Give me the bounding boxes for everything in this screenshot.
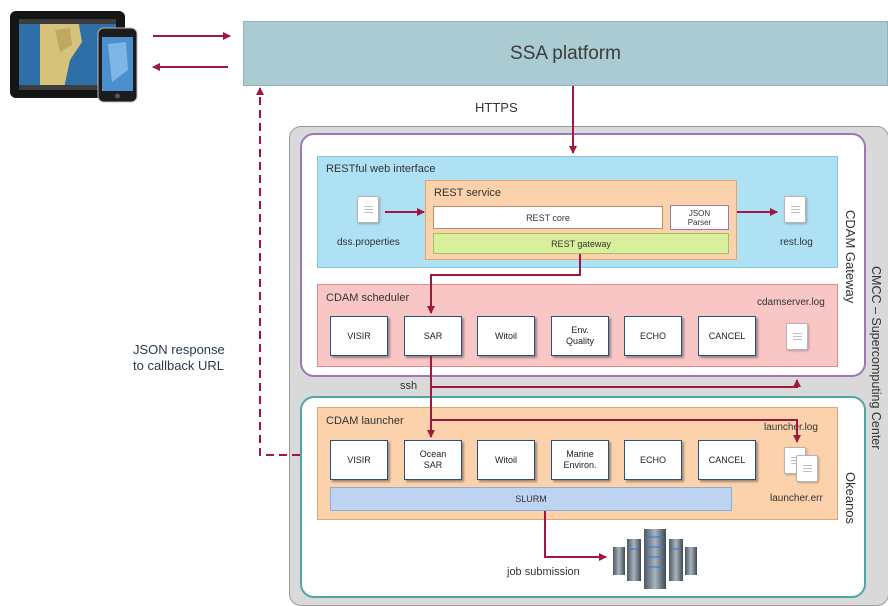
slurm: SLURM xyxy=(330,487,732,511)
rest-gateway-label: REST gateway xyxy=(551,238,611,249)
module-label: Marine xyxy=(566,449,594,459)
scheduler-module-witoil: Witoil xyxy=(477,316,535,356)
module-label: VISIR xyxy=(347,330,371,341)
cdam-launcher-label: CDAM launcher xyxy=(326,415,404,427)
mobile-devices-illustration xyxy=(10,11,138,103)
module-label: Environ. xyxy=(563,460,597,470)
module-label: CANCEL xyxy=(708,454,746,465)
launcher-err-label: launcher.err xyxy=(770,493,823,504)
cdam-scheduler-label: CDAM scheduler xyxy=(326,292,410,304)
module-label: ECHO xyxy=(639,454,666,465)
restful-label: RESTful web interface xyxy=(326,163,436,175)
scheduler-module-echo: ECHO xyxy=(624,316,682,356)
json-parser-line2: Parser xyxy=(687,217,712,227)
module-label: Witoil xyxy=(495,330,517,341)
module-label: VISIR xyxy=(347,454,371,465)
rest-gateway: REST gateway xyxy=(433,233,729,254)
rest-service-label: REST service xyxy=(434,187,502,199)
slurm-label: SLURM xyxy=(515,494,547,504)
launcher-module-marine-environ: Marine Environ. xyxy=(551,440,609,480)
server-cluster-icon xyxy=(613,529,697,589)
cdam-gateway-label: CDAM Gateway xyxy=(843,210,858,304)
document-icon xyxy=(357,196,379,223)
dss-properties-label: dss.properties xyxy=(337,237,400,248)
module-label: ECHO xyxy=(639,330,666,341)
launcher-module-echo: ECHO xyxy=(624,440,682,480)
document-icon xyxy=(786,323,808,350)
json-response-label-line1: JSON response xyxy=(133,342,225,357)
https-label: HTTPS xyxy=(475,100,518,115)
json-parser-line1: JSON xyxy=(688,208,711,218)
launcher-module-ocean-sar: Ocean SAR xyxy=(404,440,462,480)
scheduler-module-sar: SAR xyxy=(404,316,462,356)
smartphone-icon xyxy=(97,27,138,103)
rest-log-label: rest.log xyxy=(780,237,813,248)
scheduler-module-visir: VISIR xyxy=(330,316,388,356)
module-label: Ocean xyxy=(419,449,447,459)
module-label: Env. xyxy=(571,325,589,335)
launcher-module-cancel: CANCEL xyxy=(698,440,756,480)
json-response-label-line2: to callback URL xyxy=(133,358,225,373)
module-label: SAR xyxy=(423,460,443,470)
launcher-module-visir: VISIR xyxy=(330,440,388,480)
launcher-module-witoil: Witoil xyxy=(477,440,535,480)
module-label: Quality xyxy=(565,336,594,346)
ssh-label: ssh xyxy=(400,380,418,392)
document-icon xyxy=(784,196,806,223)
document-icon xyxy=(796,455,818,482)
ssa-platform: SSA platform xyxy=(243,21,888,86)
rest-core: REST core xyxy=(433,206,663,229)
module-label: SAR xyxy=(423,330,443,341)
cdamserver-log-label: cdamserver.log xyxy=(757,297,825,308)
json-parser: JSON Parser xyxy=(670,205,729,230)
scheduler-module-env-quality: Env. Quality xyxy=(551,316,609,356)
module-label: CANCEL xyxy=(708,330,746,341)
scheduler-module-cancel: CANCEL xyxy=(698,316,756,356)
cmcc-label: CMCC – Supercomputing Center xyxy=(869,266,883,450)
rest-core-label: REST core xyxy=(526,212,570,223)
launcher-log-label: launcher.log xyxy=(764,422,818,433)
ssa-platform-label: SSA platform xyxy=(510,42,621,64)
okeanos-label: Okeanos xyxy=(843,472,858,525)
job-submission-label: job submission xyxy=(507,566,580,578)
module-label: Witoil xyxy=(495,454,517,465)
